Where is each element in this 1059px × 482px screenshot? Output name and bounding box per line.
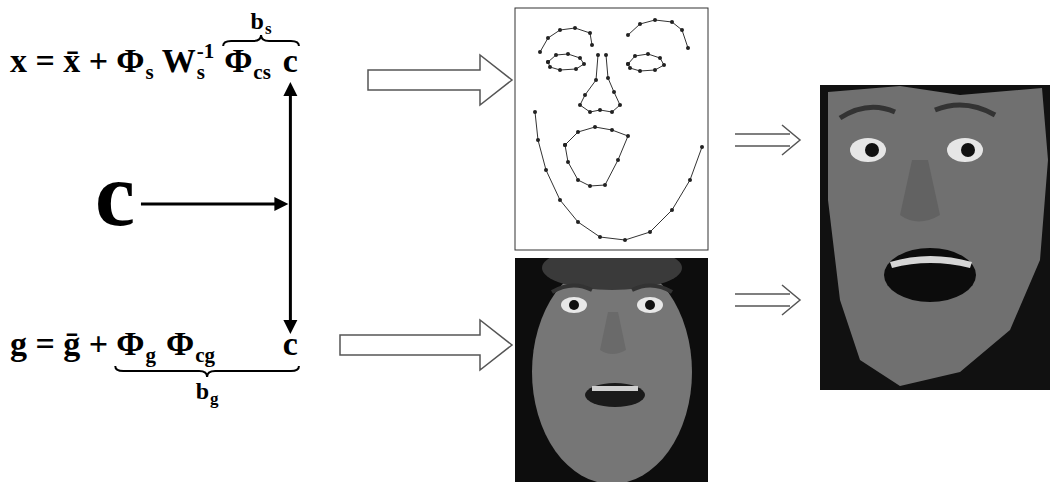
subscript: g bbox=[210, 390, 219, 407]
subscript: cg bbox=[195, 345, 215, 366]
subscript: s bbox=[197, 62, 205, 83]
hollow-arrow bbox=[340, 320, 512, 370]
parameter-symbol: c bbox=[95, 150, 135, 240]
equation-term: c bbox=[283, 327, 298, 361]
equation-term: b bbox=[251, 9, 264, 33]
equation-term: g = ḡ + bbox=[10, 327, 108, 361]
equation-term: c bbox=[283, 44, 298, 78]
brace-label: bg bbox=[196, 379, 219, 403]
curly-brace bbox=[115, 366, 299, 377]
texture-face bbox=[515, 258, 708, 482]
arrow-shaft bbox=[141, 203, 276, 206]
equation-term: x = x̄ + bbox=[10, 44, 108, 78]
equation-term: c bbox=[95, 150, 135, 240]
equation-term: Φ bbox=[166, 327, 194, 361]
subscript: cs bbox=[253, 62, 271, 83]
equation-term: Φ bbox=[224, 44, 252, 78]
equation-term: b bbox=[196, 379, 209, 403]
texture-equation: g = ḡ +ΦgΦcgc bbox=[10, 327, 298, 361]
subscript: s bbox=[265, 20, 272, 37]
shape-box bbox=[515, 8, 708, 250]
double-arrow bbox=[735, 125, 800, 315]
arrow-shaft bbox=[289, 94, 292, 322]
equation-term: Φ bbox=[116, 327, 144, 361]
arrow-head bbox=[274, 197, 288, 211]
hollow-arrow bbox=[368, 55, 512, 105]
arrow-head bbox=[283, 82, 297, 96]
shape-equation: x = x̄ +ΦsWs-1Φcsc bbox=[10, 44, 298, 78]
brace-label: bs bbox=[251, 9, 272, 33]
equation-term: W bbox=[162, 44, 196, 78]
subscript: g bbox=[145, 345, 156, 366]
model-face bbox=[820, 85, 1050, 390]
landmark-shape bbox=[535, 20, 702, 240]
subscript: s bbox=[145, 62, 153, 83]
equation-term: Φ bbox=[116, 44, 144, 78]
superscript: -1 bbox=[197, 41, 215, 62]
